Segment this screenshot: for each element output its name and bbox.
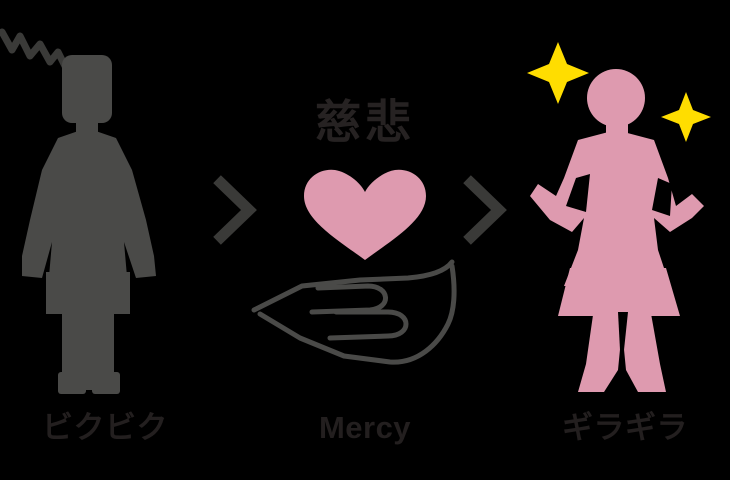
panel-mercy: 慈悲 Mercy	[240, 0, 490, 480]
sparkle-large	[527, 42, 589, 104]
caption-mercy: Mercy	[318, 410, 412, 445]
after-figure-wrap	[520, 20, 730, 400]
panel-after: ギラギラ	[520, 0, 730, 480]
heart-wrap	[240, 160, 490, 270]
hand-wrap	[240, 252, 490, 377]
heart-icon	[304, 169, 426, 260]
chevron-right-icon-2	[455, 175, 515, 245]
chevron-right-icon-1	[205, 175, 265, 245]
caption-before: ビクビク	[42, 410, 168, 445]
mercy-kanji-label: 慈悲	[315, 96, 415, 148]
slouched-woman-figure	[0, 28, 156, 394]
sparkle-small	[661, 92, 711, 142]
zigzag-sad-mark	[0, 28, 70, 72]
caption-after: ギラギラ	[562, 410, 688, 445]
open-palm-hand-icon	[251, 259, 457, 365]
confident-woman-figure	[527, 42, 711, 392]
before-figure-wrap	[0, 20, 210, 400]
panel-before: ビクビク	[0, 0, 210, 480]
